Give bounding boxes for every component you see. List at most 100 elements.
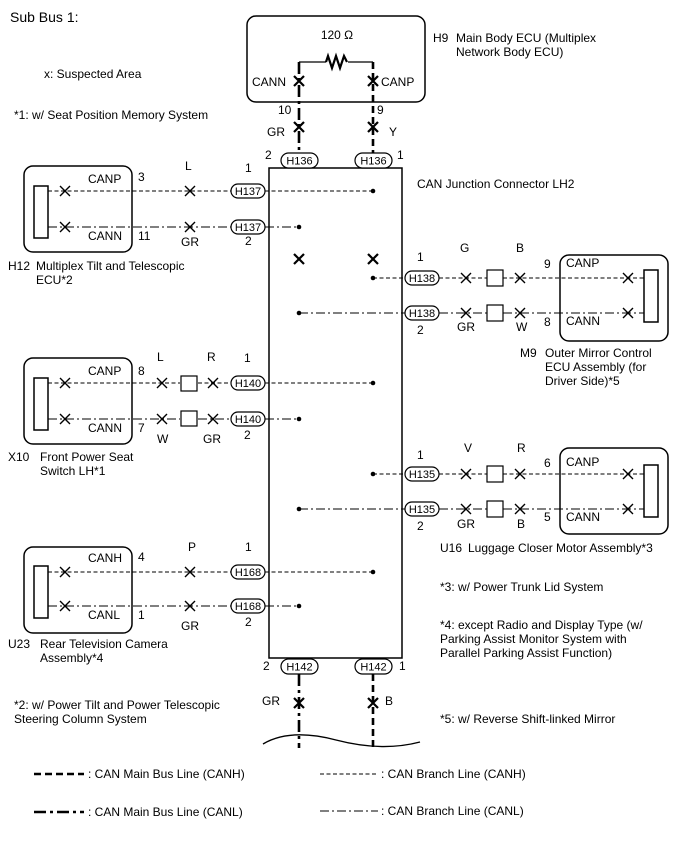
note-4-line2: Parking Assist Monitor System with xyxy=(440,632,627,646)
m9-id: M9 xyxy=(520,346,537,360)
h135-canp-pin: 1 xyxy=(417,448,424,462)
main-ecu-canp-label: CANP xyxy=(381,75,414,89)
legend-branch-canh: : CAN Branch Line (CANH) xyxy=(381,767,526,781)
h12-canp-wire-color: L xyxy=(185,159,192,173)
u16-cann-label: CANN xyxy=(566,510,600,524)
connector-h168-canl xyxy=(230,598,266,614)
line-continuation-break xyxy=(262,734,421,748)
suspected-area-x-mark xyxy=(622,503,634,515)
m9-cann-wire2: W xyxy=(516,320,528,334)
connector-h140-cann xyxy=(230,411,266,427)
u16-cann-pin: 5 xyxy=(544,510,551,524)
h12-cann-label: CANN xyxy=(88,229,122,243)
suspected-area-x-mark xyxy=(59,377,71,389)
u23-canl-label: CANL xyxy=(88,608,120,622)
device-m9: CANP CANN 9 8 G B GR W M9 Outer Mirror C… xyxy=(457,241,669,388)
m9-name-line3: Driver Side)*5 xyxy=(545,374,620,388)
main-ecu-id: H9 xyxy=(433,31,449,45)
suspected-area-marks xyxy=(59,75,634,709)
u23-canl-pin: 1 xyxy=(138,608,145,622)
suspected-area-x-mark xyxy=(207,413,219,425)
connector-h138-canp xyxy=(404,270,440,286)
suspected-area-x-mark xyxy=(156,413,168,425)
u23-canh-label: CANH xyxy=(88,551,122,565)
u16-canp-label: CANP xyxy=(566,455,599,469)
x10-name-line2: Switch LH*1 xyxy=(40,464,106,478)
bottom-wire-left-color: GR xyxy=(262,694,280,708)
h12-name-line2: ECU*2 xyxy=(36,273,73,287)
h12-name-line1: Multiplex Tilt and Telescopic xyxy=(36,259,185,273)
suspected-area-x-mark xyxy=(184,600,196,612)
suspected-area-x-mark xyxy=(460,468,472,480)
u23-name-line2: Assembly*4 xyxy=(40,651,104,665)
m9-cann-junction-box xyxy=(486,304,504,322)
note-5: *5: w/ Reverse Shift-linked Mirror xyxy=(440,712,615,726)
u16-cann-wire2: B xyxy=(517,517,525,531)
x10-cann-wire2: GR xyxy=(203,432,221,446)
x10-id: X10 xyxy=(8,450,30,464)
h137-canp-pin: 1 xyxy=(245,161,252,175)
u16-canp-wire1: V xyxy=(464,441,472,455)
h12-cann-pin: 11 xyxy=(138,229,151,243)
m9-canp-wire2: B xyxy=(516,241,524,255)
suspected-area-x-mark xyxy=(184,185,196,197)
connector-h135-canp-label: H135 xyxy=(409,469,435,481)
h12-canp-label: CANP xyxy=(88,172,121,186)
main-ecu-name-line1: Main Body ECU (Multiplex xyxy=(456,31,596,45)
line-legend: : CAN Main Bus Line (CANH) : CAN Main Bu… xyxy=(34,767,526,819)
connector-h140-canp xyxy=(230,375,266,391)
m9-canp-wire1: G xyxy=(460,241,469,255)
connector-h140-canp-label: H140 xyxy=(235,378,261,390)
u16-id: U16 xyxy=(440,541,462,555)
x10-canp-wire2: R xyxy=(207,350,216,364)
connector-h137-cann-label: H137 xyxy=(235,222,261,234)
h12-id: H12 xyxy=(8,259,30,273)
main-ecu-canp-wire-color: Y xyxy=(389,125,397,139)
connector-h137-cann xyxy=(230,219,266,235)
device-u16: CANP CANN 6 5 V R GR B U16 Luggage Close… xyxy=(440,441,669,555)
suspected-area-x-mark xyxy=(293,253,305,265)
suspected-area-x-mark xyxy=(59,221,71,233)
connector-h138-canp-label: H138 xyxy=(409,273,435,285)
terminating-resistor xyxy=(324,52,348,72)
suspected-area-legend: x: Suspected Area xyxy=(44,67,142,81)
suspected-area-x-mark xyxy=(59,600,71,612)
h12-cann-wire-color: GR xyxy=(181,235,199,249)
m9-canp-junction-box xyxy=(486,269,504,287)
h137-cann-pin: 2 xyxy=(245,234,252,248)
u23-name-line1: Rear Television Camera xyxy=(40,637,168,651)
x10-name-line1: Front Power Seat xyxy=(40,450,134,464)
resistor-value: 120 Ω xyxy=(321,28,353,42)
main-ecu-cann-wire-color: GR xyxy=(267,125,285,139)
suspected-area-x-mark xyxy=(59,566,71,578)
legend-main-canl: : CAN Main Bus Line (CANL) xyxy=(88,805,243,819)
suspected-area-x-mark xyxy=(367,75,379,87)
connector-h135-cann xyxy=(404,501,440,517)
connector-h136-right-label: H136 xyxy=(360,156,386,168)
main-body-ecu: 120 Ω CANN CANP H9 Main Body ECU (Multip… xyxy=(246,15,596,139)
main-ecu-name-line2: Network Body ECU) xyxy=(456,45,563,59)
m9-cann-label: CANN xyxy=(566,314,600,328)
connector-h142-left xyxy=(280,658,319,675)
device-u23: CANH CANL 4 1 P GR U23 Rear Television C… xyxy=(8,540,199,665)
u16-canp-pin: 6 xyxy=(544,456,551,470)
main-ecu-canp-pin: 9 xyxy=(377,103,384,117)
h138-cann-pin: 2 xyxy=(417,323,424,337)
u16-canp-wire2: R xyxy=(517,441,526,455)
suspected-area-x-mark xyxy=(514,272,526,284)
suspected-area-x-mark xyxy=(367,253,379,265)
m9-cann-wire1: GR xyxy=(457,320,475,334)
connector-h142-left-label: H142 xyxy=(286,662,312,674)
suspected-area-x-mark xyxy=(184,566,196,578)
h140-canp-pin: 1 xyxy=(244,351,251,365)
connector-h136-left-label: H136 xyxy=(286,156,312,168)
connector-h137-canp-label: H137 xyxy=(235,186,261,198)
connector-h168-canh xyxy=(230,564,266,580)
connector-h138-cann-label: H138 xyxy=(409,308,435,320)
h168-canh-pin: 1 xyxy=(245,540,252,554)
suspected-area-x-mark xyxy=(514,307,526,319)
m9-name-line2: ECU Assembly (for xyxy=(545,360,646,374)
h136-right-pin: 1 xyxy=(397,148,404,162)
connector-h168-canl-label: H168 xyxy=(235,601,261,613)
